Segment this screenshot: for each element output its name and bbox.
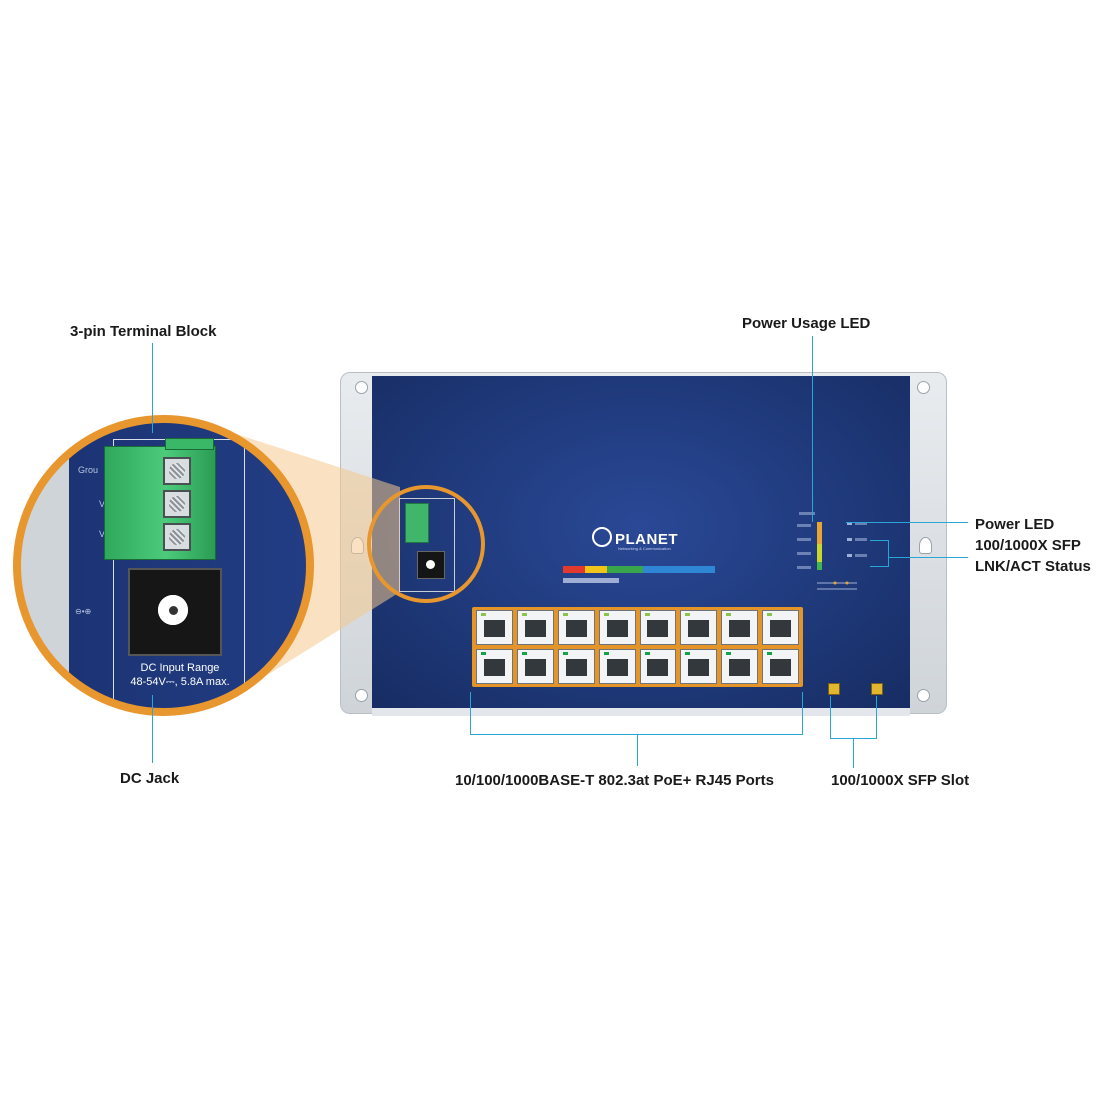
mount-hole xyxy=(917,381,930,394)
rj45-port[interactable] xyxy=(516,610,554,645)
rj45-port[interactable] xyxy=(639,610,677,645)
rj45-port[interactable] xyxy=(639,649,677,684)
model-label xyxy=(563,578,619,583)
port-led xyxy=(685,652,691,655)
port-led xyxy=(685,613,691,616)
led-indicator-area xyxy=(797,512,867,590)
rj45-port[interactable] xyxy=(476,649,513,684)
port-led xyxy=(481,613,486,616)
rj45-port[interactable] xyxy=(516,649,554,684)
feature-color-bar xyxy=(563,566,715,573)
brand-name: PLANET xyxy=(615,531,678,548)
leader-line-sfp-status-a xyxy=(870,540,888,541)
callout-terminal-block: 3-pin Terminal Block xyxy=(70,323,217,340)
leader-line-rj45-stem xyxy=(637,734,638,766)
dc-input-text: DC Input Range 48-54V⎓, 5.8A max. xyxy=(105,661,255,689)
callout-sfp-status-line2: LNK/ACT Status xyxy=(975,558,1091,575)
callout-power-led: Power LED xyxy=(975,516,1055,533)
leader-line-sfp-stem xyxy=(853,738,854,768)
port-led xyxy=(481,652,486,655)
terminal-block xyxy=(104,438,216,560)
rj45-port[interactable] xyxy=(762,649,799,684)
port-led xyxy=(562,652,568,655)
globe-icon xyxy=(592,527,612,547)
rj45-port[interactable] xyxy=(598,649,636,684)
leader-line-power-led xyxy=(846,522,968,523)
rj45-port[interactable] xyxy=(557,610,595,645)
leader-line-power-usage xyxy=(812,336,813,522)
mount-hole xyxy=(917,689,930,702)
rj45-port[interactable] xyxy=(721,610,759,645)
leader-line-sfp-status-b xyxy=(870,566,888,567)
port-led xyxy=(603,652,609,655)
side-label-v1: V xyxy=(99,499,106,509)
rj45-port-grid xyxy=(476,610,799,684)
power-led xyxy=(847,522,852,525)
leader-line-rj45-right xyxy=(802,692,803,734)
leader-line-sfp-status xyxy=(888,557,968,558)
dc-input-spec: 48-54V⎓, 5.8A max. xyxy=(130,676,230,688)
leader-line-rj45-left xyxy=(470,692,471,734)
callout-power-usage-led: Power Usage LED xyxy=(742,315,871,332)
callout-dc-jack: DC Jack xyxy=(120,770,180,787)
side-label-v2: V xyxy=(99,529,106,539)
rj45-port[interactable] xyxy=(680,649,718,684)
side-label-ground: Grou xyxy=(78,465,99,475)
callout-sfp-status-line1: 100/1000X SFP xyxy=(975,537,1081,554)
zoom-detail-circle: Grou V V ⊖•⊕ DC Input Range 48-54V⎓, 5.8… xyxy=(13,415,314,716)
rj45-port[interactable] xyxy=(680,610,718,645)
leader-line-sfp-right xyxy=(876,696,877,738)
port-led xyxy=(726,652,732,655)
port-led xyxy=(726,613,732,616)
sfp-slot[interactable] xyxy=(871,683,883,695)
mount-hole xyxy=(355,689,368,702)
port-led xyxy=(521,613,527,616)
port-led xyxy=(521,652,527,655)
rj45-port[interactable] xyxy=(598,610,636,645)
rj45-port[interactable] xyxy=(557,649,595,684)
sfp-slot[interactable] xyxy=(828,683,840,695)
port-led xyxy=(562,613,568,616)
screw-icon xyxy=(163,457,191,485)
screw-icon xyxy=(163,490,191,518)
port-led xyxy=(767,613,773,616)
rj45-port[interactable] xyxy=(721,649,759,684)
leader-line-rj45-bottom xyxy=(470,734,803,735)
dc-jack xyxy=(128,568,222,656)
callout-rj45-ports: 10/100/1000BASE-T 802.3at PoE+ RJ45 Port… xyxy=(455,772,774,789)
leader-line-sfp-left xyxy=(830,696,831,738)
polarity-symbol-icon: ⊖•⊕ xyxy=(75,607,92,616)
keyhole-slot xyxy=(919,537,932,554)
zoom-source-circle xyxy=(367,485,485,603)
leader-line-dc-jack xyxy=(152,695,153,763)
planet-logo: PLANET xyxy=(592,527,678,548)
leader-line-sfp-status-c xyxy=(888,540,889,567)
dc-input-title: DC Input Range xyxy=(140,662,220,674)
port-led xyxy=(644,652,650,655)
rj45-port[interactable] xyxy=(476,610,513,645)
port-led xyxy=(603,613,609,616)
mount-hole xyxy=(355,381,368,394)
brand-tagline: Networking & Communication xyxy=(618,546,671,551)
screw-icon xyxy=(163,523,191,551)
callout-sfp-slot: 100/1000X SFP Slot xyxy=(831,772,970,789)
port-led xyxy=(644,613,650,616)
leader-line-terminal-block xyxy=(152,343,153,433)
rj45-port[interactable] xyxy=(762,610,799,645)
port-led xyxy=(767,652,773,655)
